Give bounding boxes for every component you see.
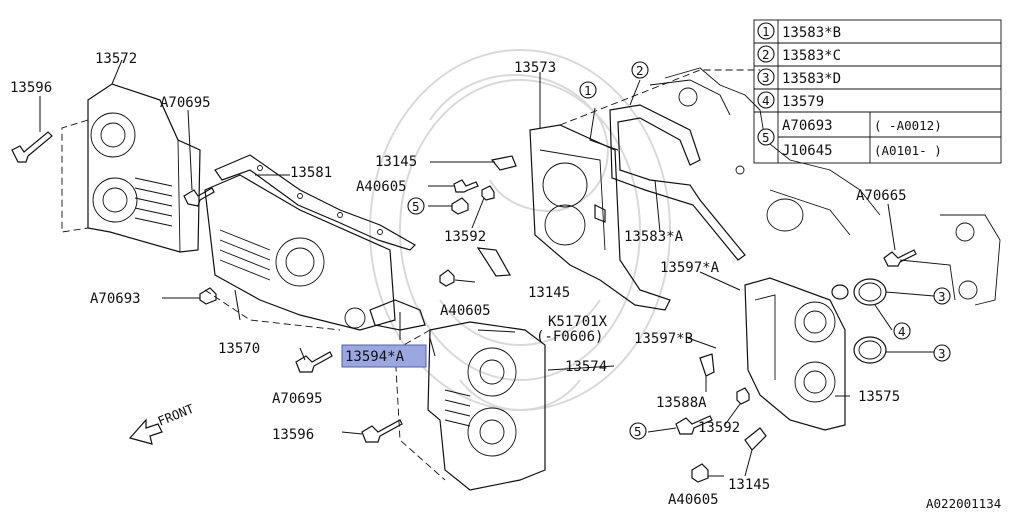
label-a40605-lower: A40605 (668, 492, 719, 508)
timing-belt-cover-left (61, 83, 201, 253)
bolt-a40605-lower (691, 463, 709, 483)
legend-part-1: 13583*B (782, 25, 841, 41)
label-13592-lower: 13592 (698, 420, 740, 436)
timing-belt-cover-right (744, 277, 846, 431)
label-a40605-center: A40605 (440, 303, 491, 319)
label-13597a: 13597*A (660, 260, 720, 276)
dowel-13592-upper (481, 185, 495, 201)
label-a70695-upper: A70695 (160, 95, 211, 111)
label-13572: 13572 (95, 51, 137, 67)
label-13573: 13573 (514, 60, 556, 76)
bolt-a70695-lower (295, 351, 333, 373)
legend-part-5a: A70693 (782, 118, 833, 134)
highlight-13594a (341, 344, 427, 368)
diagram-id: A022001134 (926, 496, 1001, 511)
timing-belt-cover-center (204, 174, 396, 331)
label-13583a: 13583*A (624, 229, 684, 245)
bolt-a70695-upper (183, 187, 215, 207)
callout-4: 4 (898, 324, 906, 339)
legend-num-1: 1 (762, 24, 770, 39)
label-13145-center: 13145 (528, 285, 570, 301)
legend-part-5b: J10645 (782, 143, 833, 159)
label-13596-upper: 13596 (10, 80, 52, 96)
bolt-13596-upper (11, 131, 53, 163)
label-13596-lower: 13596 (272, 427, 314, 443)
callout-3-lower: 3 (938, 346, 946, 361)
bolt-a40605-upper (451, 179, 479, 215)
label-a70665: A70665 (856, 188, 907, 204)
front-label: FRONT (156, 401, 197, 429)
gasket-13583 (609, 79, 746, 261)
label-13145-upper: 13145 (375, 154, 417, 170)
cover-gasket-13581 (214, 154, 416, 251)
watermark-emblem (369, 49, 671, 411)
engine-block-outline (664, 67, 1001, 306)
legend-num-4: 4 (762, 93, 770, 108)
bolt-a70665 (883, 249, 917, 267)
label-13592-upper: 13592 (444, 229, 486, 245)
label-13574: 13574 (565, 359, 607, 375)
label-k51701x: K51701X (548, 314, 608, 330)
label-a70693: A70693 (90, 291, 141, 307)
label-13570: 13570 (218, 341, 260, 357)
callout-5-lower: 5 (634, 424, 642, 439)
legend-num-2: 2 (762, 47, 770, 62)
bolt-a70693 (199, 287, 217, 305)
label-13588a: 13588A (656, 395, 707, 411)
label-13575: 13575 (858, 389, 900, 405)
dowel-13592-lower (736, 387, 750, 405)
bolt-13596-lower (361, 419, 403, 443)
legend-part-3: 13583*D (782, 71, 841, 87)
callout-1: 1 (584, 83, 592, 98)
label-13597b: 13597*B (634, 331, 693, 347)
callout-markers: 1 2 3 4 3 5 5 (407, 61, 951, 440)
part-labels: 13572 13596 A70695 13581 13573 13145 A40… (10, 51, 907, 508)
clips-and-brackets (369, 155, 767, 451)
callout-3-upper: 3 (938, 289, 946, 304)
callout-legend-table: 1 13583*B 2 13583*C 3 13583*D 4 13579 5 … (753, 19, 1002, 164)
legend-num-5: 5 (762, 130, 770, 145)
timing-belt-cover-front (394, 321, 546, 491)
legend-range-5a: ( -A0012) (874, 118, 942, 133)
legend-num-3: 3 (762, 70, 770, 85)
callout-5-upper: 5 (412, 199, 420, 214)
label-k51701x-note: (-F0606) (536, 329, 603, 345)
bolt-5-lower (675, 415, 713, 435)
legend-part-2: 13583*C (782, 48, 841, 64)
front-direction-arrow: FRONT (128, 401, 197, 445)
label-13581: 13581 (290, 165, 332, 181)
legend-part-4: 13579 (782, 94, 824, 110)
label-a70695-lower: A70695 (272, 391, 323, 407)
seal-rings (831, 278, 887, 364)
bolt-a40605-center (439, 269, 455, 287)
label-a40605-upper: A40605 (356, 179, 407, 195)
label-13594a[interactable]: 13594*A (345, 349, 405, 365)
callout-2: 2 (636, 63, 644, 78)
leader-lines (39, 59, 935, 477)
legend-range-5b: (A0101- ) (874, 143, 942, 158)
label-13145-lower: 13145 (728, 477, 770, 493)
